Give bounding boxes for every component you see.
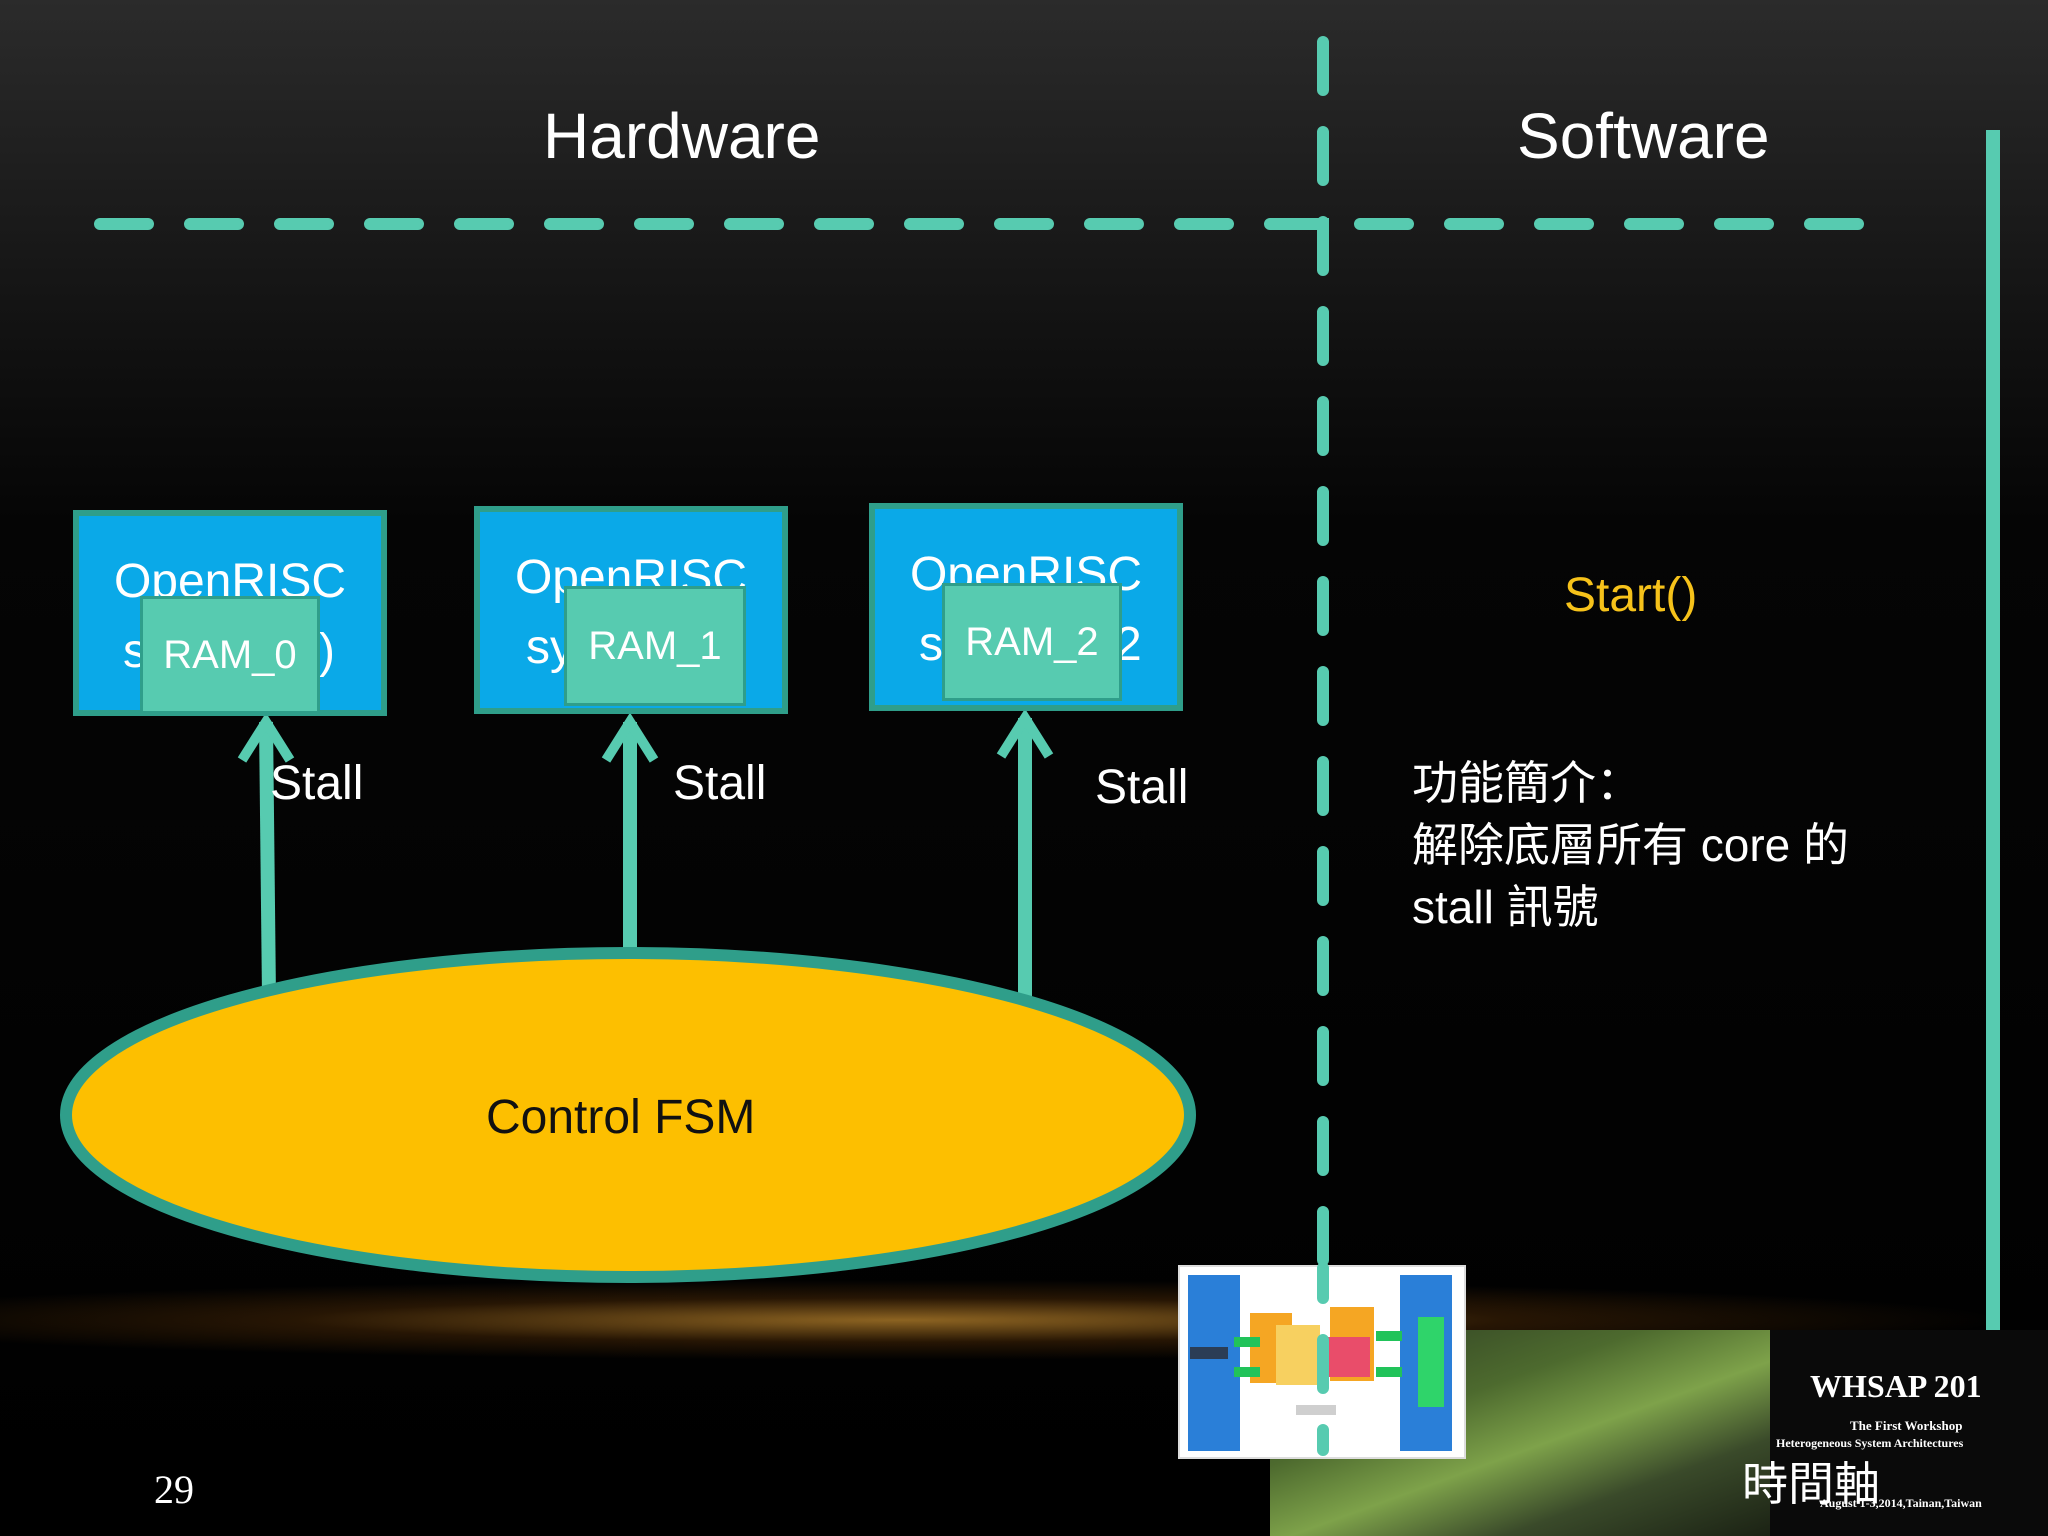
description-line-0: 功能簡介：	[1412, 757, 1642, 809]
ram-0-label: RAM_0	[163, 632, 297, 677]
timeline-label: 時間軸	[1742, 1458, 1880, 1510]
function-description: 功能簡介： 解除底層所有 core 的 stall 訊號	[1412, 752, 1849, 938]
software-heading: Software	[1517, 100, 1770, 172]
stall-label-0: Stall	[270, 757, 364, 810]
ram-1-label: RAM_1	[588, 623, 722, 668]
page-number: 29	[154, 1467, 194, 1512]
stall-label-2: Stall	[1095, 761, 1189, 814]
core-2-subtitle: s	[919, 618, 943, 671]
ram-1: RAM_1	[564, 586, 746, 706]
hardware-heading: Hardware	[543, 100, 821, 172]
logo-subtitle-1: The First Workshop	[1850, 1418, 1963, 1433]
stall-label-1: Stall	[673, 757, 767, 810]
logo-subtitle-3: August 1-3,2014,Tainan,Taiwan	[1820, 1496, 1982, 1510]
stall-arrow-1	[601, 712, 659, 958]
logo-title: WHSAP 201	[1810, 1368, 1982, 1404]
stall-arrow-2	[996, 708, 1054, 1005]
logo-subtitle-2: Heterogeneous System Architectures	[1776, 1436, 1964, 1450]
logo-panel	[1770, 1330, 2048, 1536]
description-line-1: 解除底層所有 core 的	[1412, 819, 1850, 871]
stall-arrow-0	[237, 712, 295, 999]
core-0-subtitle-end: )	[319, 625, 335, 678]
control-fsm-ellipse	[60, 947, 1196, 1283]
description-line-2: stall 訊號	[1412, 881, 1599, 933]
ram-2: RAM_2	[942, 583, 1122, 701]
control-fsm-label: Control FSM	[486, 1091, 756, 1144]
ram-0: RAM_0	[140, 596, 320, 714]
ram-2-label: RAM_2	[965, 619, 1099, 664]
start-call: Start()	[1564, 569, 1698, 622]
